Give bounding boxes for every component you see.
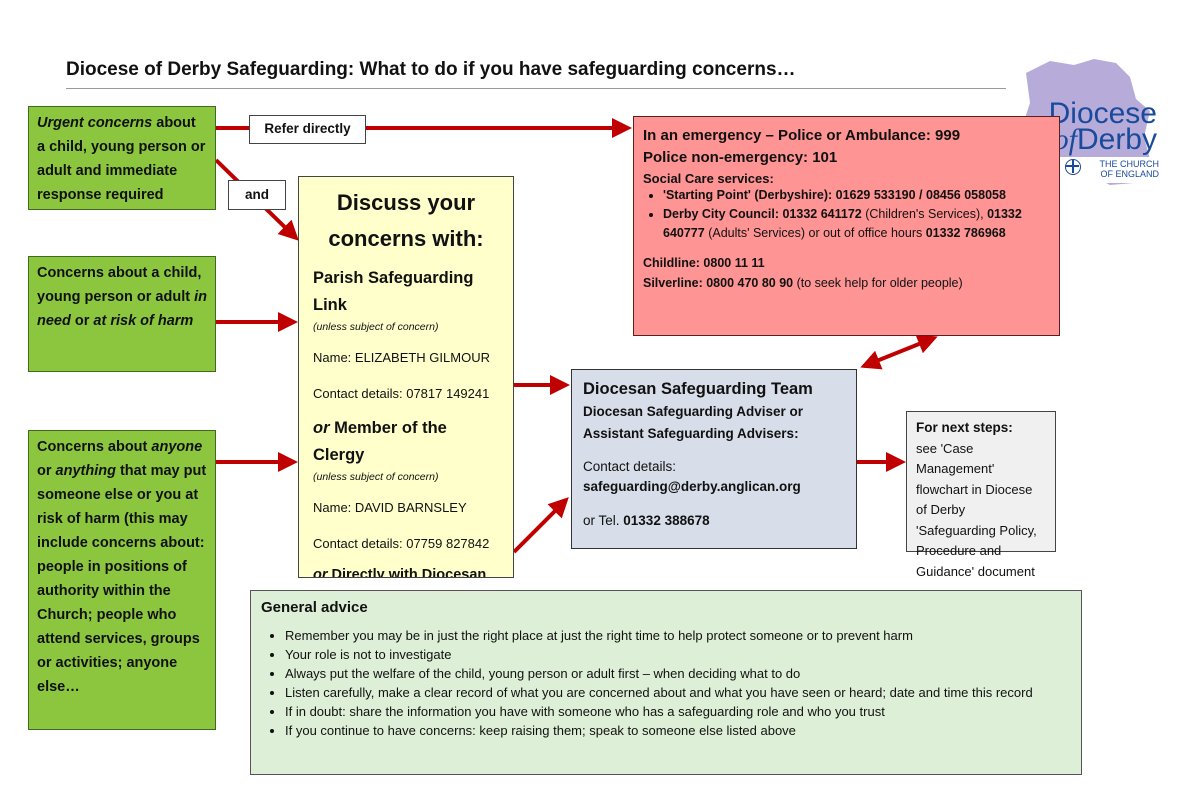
list-item: Derby City Council: 01332 641172 (Childr… xyxy=(663,205,1050,243)
urgent-concerns-box: Urgent concerns about a child, young per… xyxy=(28,106,216,210)
list-item: Always put the welfare of the child, you… xyxy=(285,664,1071,683)
discuss-heading: Discuss your concerns with: xyxy=(328,190,484,251)
next-steps-box: For next steps: see 'Case Management' fl… xyxy=(906,411,1056,579)
contact-phone-1: Contact details: 07817 149241 xyxy=(313,386,490,401)
arrow-discuss-to-team-lower xyxy=(512,497,569,554)
logo-diocese: Diocese xyxy=(1048,97,1157,130)
list-item: Your role is not to investigate xyxy=(285,645,1071,664)
emergency-contacts-box: In an emergency – Police or Ambulance: 9… xyxy=(633,116,1060,336)
directly-with-diocesan: or Directly with Diocesan xyxy=(313,567,487,578)
and-label: and xyxy=(228,180,286,210)
cross-icon xyxy=(1065,159,1081,175)
arrow-team-emergency xyxy=(860,334,938,370)
team-email: safeguarding@derby.anglican.org xyxy=(583,479,801,494)
contact-name-1: Name: ELIZABETH GILMOUR xyxy=(313,350,490,365)
member-of-clergy: or Member of the Clergy xyxy=(313,419,447,464)
refer-directly-label: Refer directly xyxy=(249,115,366,144)
list-item: If in doubt: share the information you h… xyxy=(285,702,1071,721)
silverline: Silverline: 0800 470 80 90 (to seek help… xyxy=(643,276,963,290)
emergency-line: In an emergency – Police or Ambulance: 9… xyxy=(643,127,961,144)
list-item: Listen carefully, make a clear record of… xyxy=(285,683,1071,702)
concerns-in-need-box: Concerns about a child, young person or … xyxy=(28,256,216,372)
list-item: If you continue to have concerns: keep r… xyxy=(285,721,1071,740)
discuss-concerns-box: Discuss your concerns with: Parish Safeg… xyxy=(298,176,514,578)
list-item: Remember you may be in just the right pl… xyxy=(285,626,1071,645)
advice-list: Remember you may be in just the right pl… xyxy=(261,626,1071,740)
title-divider xyxy=(66,88,1006,89)
childline: Childline: 0800 11 11 xyxy=(643,256,765,270)
team-phone: or Tel. 01332 388678 xyxy=(583,513,710,528)
contact-name-2: Name: DAVID BARNSLEY xyxy=(313,500,467,515)
general-advice-box: General advice Remember you may be in ju… xyxy=(250,590,1082,775)
contact-phone-2: Contact details: 07759 827842 xyxy=(313,536,490,551)
next-steps-title: For next steps: xyxy=(916,420,1013,435)
list-item: 'Starting Point' (Derbyshire): 01629 533… xyxy=(663,186,1050,205)
next-steps-body: see 'Case Management' flowchart in Dioce… xyxy=(916,440,1037,579)
social-care-list: 'Starting Point' (Derbyshire): 01629 533… xyxy=(643,186,1050,243)
team-title: Diocesan Safeguarding Team xyxy=(583,380,813,398)
concerns-anyone-box: Concerns about anyone or anything that m… xyxy=(28,430,216,730)
page-title: Diocese of Derby Safeguarding: What to d… xyxy=(66,59,796,80)
parish-safeguarding-link: Parish Safeguarding Link xyxy=(313,269,474,314)
advice-title: General advice xyxy=(261,599,368,616)
safeguarding-team-box: Diocesan Safeguarding Team Diocesan Safe… xyxy=(571,369,857,549)
social-care-heading: Social Care services: xyxy=(643,171,774,186)
non-emergency-line: Police non-emergency: 101 xyxy=(643,149,838,166)
